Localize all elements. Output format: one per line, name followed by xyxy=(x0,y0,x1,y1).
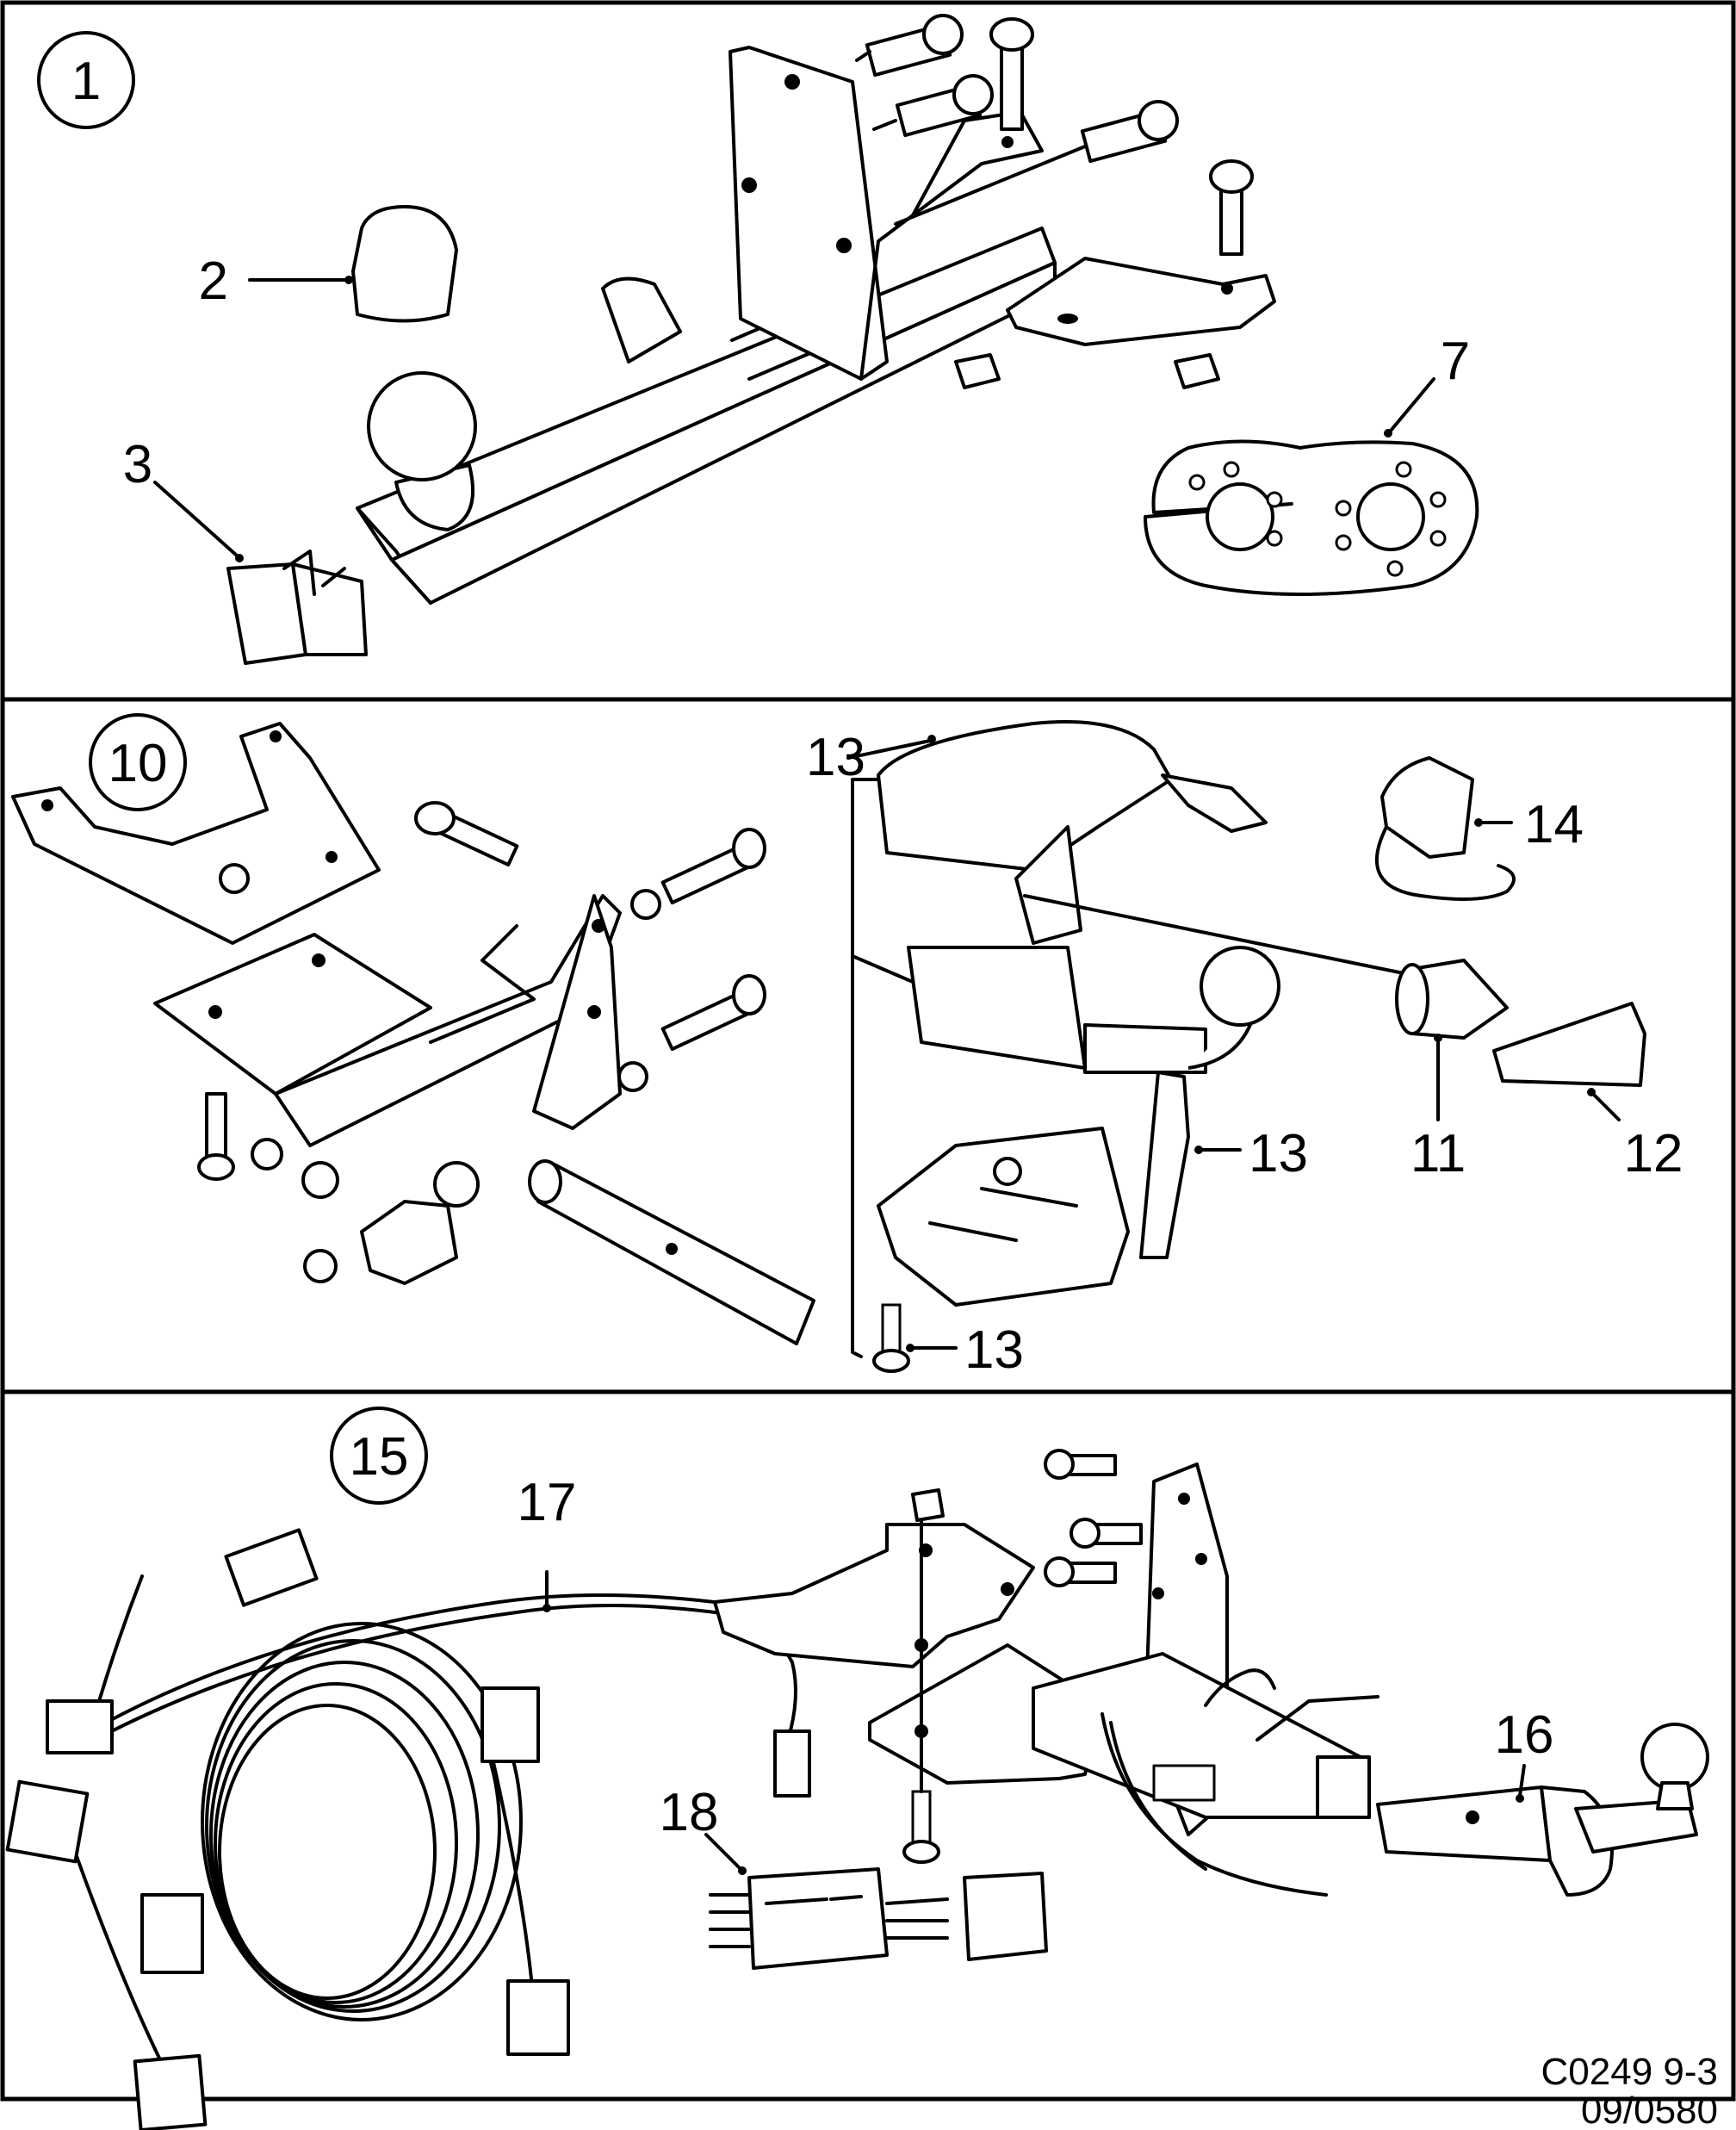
bolt-4 xyxy=(1080,100,1179,164)
bolt-b xyxy=(630,828,766,920)
socket-plate xyxy=(360,1200,458,1285)
panel-badge-15: 15 xyxy=(330,1407,428,1505)
nut-d xyxy=(251,1138,283,1171)
upper-mount-bracket xyxy=(11,722,381,945)
part-16-drawbar: 16 xyxy=(1376,1705,1709,1897)
callout-18: 18 xyxy=(660,1783,719,1842)
callout-12: 12 xyxy=(1624,1124,1683,1183)
callout-13c: 13 xyxy=(964,1320,1024,1380)
part-17-wiring-harness: 17 xyxy=(67,1473,797,2077)
safety-hook xyxy=(601,276,682,363)
bolts-panel-15 xyxy=(902,1449,1143,1864)
callout-14: 14 xyxy=(1524,795,1584,854)
screw-13 xyxy=(872,1303,910,1373)
bolts-panel-10 xyxy=(197,801,766,1285)
part-2-ball-cap: 2 xyxy=(199,205,458,323)
bolt-3 xyxy=(895,74,994,138)
side-flange xyxy=(1006,257,1276,346)
nut-1 xyxy=(954,353,1001,389)
callout-7: 7 xyxy=(1441,332,1470,391)
part-12-cover-block: 12 xyxy=(1492,1002,1683,1183)
receiver-tube xyxy=(1032,1652,1380,1819)
bolt-d xyxy=(197,1092,235,1181)
safety-chain xyxy=(1100,1668,1328,1897)
washer xyxy=(433,1161,480,1208)
badge-text: 15 xyxy=(350,1427,409,1487)
badge-text: 1 xyxy=(71,52,101,111)
harness-connectors xyxy=(5,1528,811,2130)
panel-1: 1 xyxy=(37,14,1479,665)
socket-assembly xyxy=(907,946,1280,1259)
callout-17: 17 xyxy=(518,1473,577,1532)
spacer xyxy=(301,1161,339,1199)
drawing-code: C0249 9-3 xyxy=(1541,2051,1718,2093)
group-13-bracket xyxy=(851,778,914,1358)
bolts-panel-1 xyxy=(855,14,1254,389)
part-14-dust-cover: 14 xyxy=(1374,756,1584,901)
upper-bracket xyxy=(911,110,1044,217)
swivel-bar xyxy=(528,1159,815,1345)
nut-e xyxy=(303,1249,338,1283)
callout-13a: 13 xyxy=(806,728,865,787)
support-frame xyxy=(153,894,622,1147)
mounting-plate xyxy=(728,46,914,381)
panel-15: 15 17 xyxy=(5,1407,1718,2130)
tow-ball xyxy=(367,371,477,531)
callout-13b: 13 xyxy=(1249,1124,1308,1183)
panel-badge-1: 1 xyxy=(37,31,135,129)
panel-badge-10: 10 xyxy=(89,713,187,811)
panel-10: 10 xyxy=(11,713,1683,1380)
part-11-adapter: 11 xyxy=(1395,959,1509,1183)
part-13-housing: 13 xyxy=(806,720,1405,975)
badge-text: 10 xyxy=(108,734,168,793)
bolt-a xyxy=(414,801,519,867)
bolt-5 xyxy=(1209,159,1254,256)
bolt-2 xyxy=(989,17,1034,131)
part-3-cover-plug: 3 xyxy=(123,435,368,665)
callout-3: 3 xyxy=(123,435,152,494)
part-18-converter: 18 xyxy=(660,1783,1048,1970)
socket-base xyxy=(877,1127,1130,1307)
bolt-c xyxy=(617,974,766,1092)
part-7-gasket: 7 xyxy=(1144,332,1479,596)
callout-2: 2 xyxy=(199,252,228,311)
callout-16: 16 xyxy=(1495,1705,1554,1765)
callout-11: 11 xyxy=(1410,1124,1466,1183)
drawing-date: 09/0580 xyxy=(1581,2090,1718,2130)
bolt-1 xyxy=(865,14,964,78)
nut-2 xyxy=(1174,353,1220,389)
mount-bracket-15 xyxy=(713,1523,1035,1668)
